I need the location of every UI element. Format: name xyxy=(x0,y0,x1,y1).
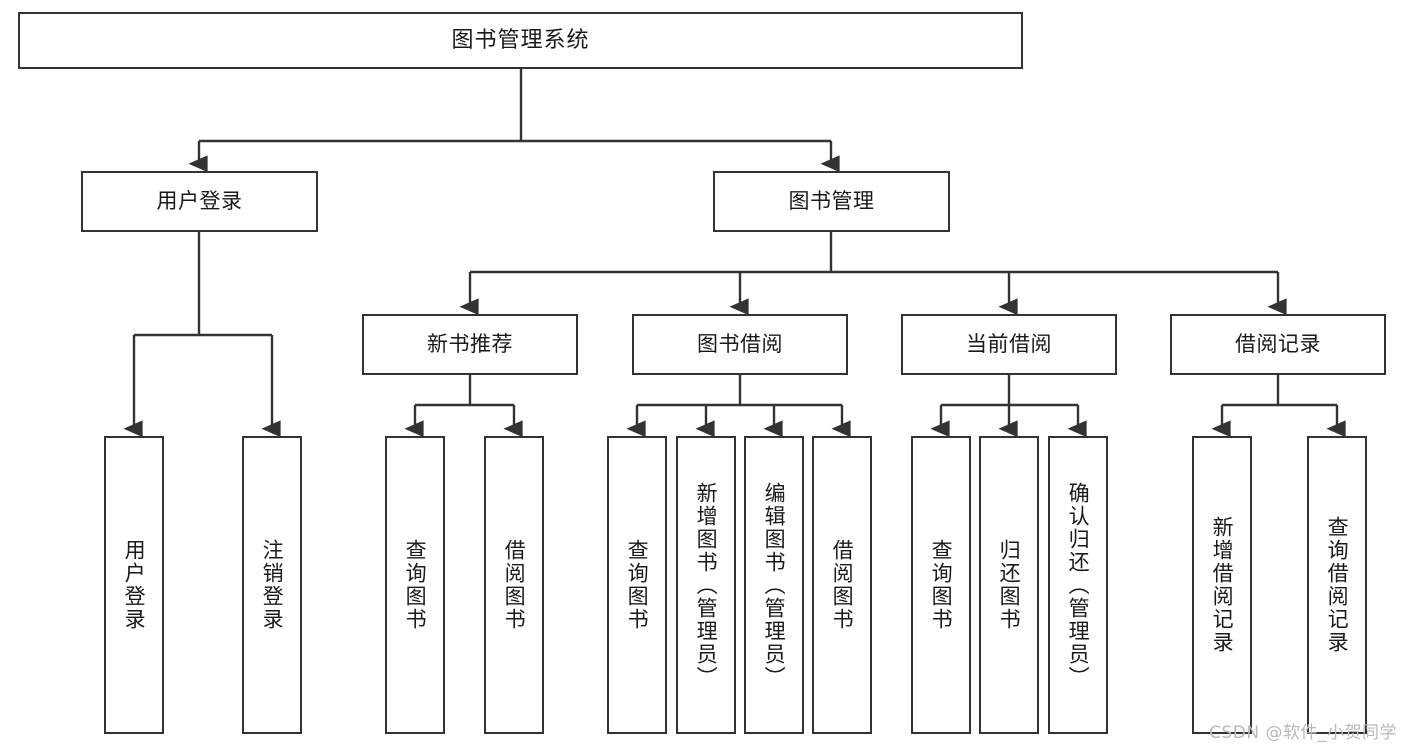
node-leaf-query-book-borrow-label: 查询图书 xyxy=(625,539,650,631)
node-leaf-query-borrow-record[interactable]: 查询借阅记录 xyxy=(1307,436,1367,734)
node-leaf-borrow-book[interactable]: 借阅图书 xyxy=(812,436,872,734)
node-user-login-label: 用户登录 xyxy=(156,189,243,214)
node-leaf-query-book-current[interactable]: 查询图书 xyxy=(911,436,971,734)
node-leaf-add-borrow-record[interactable]: 新增借阅记录 xyxy=(1192,436,1252,734)
node-leaf-logout[interactable]: 注销登录 xyxy=(242,436,302,734)
node-leaf-borrow-book-rec[interactable]: 借阅图书 xyxy=(484,436,544,734)
node-borrow-record[interactable]: 借阅记录 xyxy=(1170,314,1386,375)
node-leaf-add-book-admin-label: 新增图书（管理员） xyxy=(694,481,719,689)
node-leaf-logout-label: 注销登录 xyxy=(260,539,285,631)
node-book-manage-label: 图书管理 xyxy=(788,189,875,214)
node-leaf-user-login[interactable]: 用户登录 xyxy=(104,436,164,734)
csdn-watermark: CSDN @软件_小贺同学 xyxy=(1209,723,1397,743)
node-book-borrow-label: 图书借阅 xyxy=(697,332,783,357)
node-root-system[interactable]: 图书管理系统 xyxy=(18,12,1023,69)
node-leaf-query-book-current-label: 查询图书 xyxy=(929,539,954,631)
node-leaf-edit-book-admin[interactable]: 编辑图书（管理员） xyxy=(744,436,804,734)
node-borrow-record-label: 借阅记录 xyxy=(1235,332,1321,357)
node-leaf-add-borrow-record-label: 新增借阅记录 xyxy=(1210,516,1235,654)
node-leaf-return-book-label: 归还图书 xyxy=(997,539,1022,631)
node-leaf-confirm-return-admin-label: 确认归还（管理员） xyxy=(1066,481,1091,689)
node-leaf-return-book[interactable]: 归还图书 xyxy=(979,436,1039,734)
node-leaf-query-book-rec-label: 查询图书 xyxy=(403,539,428,631)
node-leaf-user-login-label: 用户登录 xyxy=(122,539,147,631)
node-book-borrow[interactable]: 图书借阅 xyxy=(632,314,848,375)
node-leaf-borrow-book-rec-label: 借阅图书 xyxy=(502,539,527,631)
node-current-borrow[interactable]: 当前借阅 xyxy=(901,314,1117,375)
node-current-borrow-label: 当前借阅 xyxy=(966,332,1052,357)
node-user-login[interactable]: 用户登录 xyxy=(81,171,318,232)
node-new-book-rec[interactable]: 新书推荐 xyxy=(362,314,578,375)
node-leaf-query-book-rec[interactable]: 查询图书 xyxy=(385,436,445,734)
node-leaf-borrow-book-label: 借阅图书 xyxy=(830,539,855,631)
node-book-manage[interactable]: 图书管理 xyxy=(713,171,950,232)
node-leaf-query-book-borrow[interactable]: 查询图书 xyxy=(607,436,667,734)
node-root-system-label: 图书管理系统 xyxy=(451,27,590,53)
node-new-book-rec-label: 新书推荐 xyxy=(427,332,513,357)
node-leaf-query-borrow-record-label: 查询借阅记录 xyxy=(1325,516,1350,654)
node-leaf-confirm-return-admin[interactable]: 确认归还（管理员） xyxy=(1048,436,1108,734)
node-leaf-add-book-admin[interactable]: 新增图书（管理员） xyxy=(676,436,736,734)
node-leaf-edit-book-admin-label: 编辑图书（管理员） xyxy=(762,481,787,689)
